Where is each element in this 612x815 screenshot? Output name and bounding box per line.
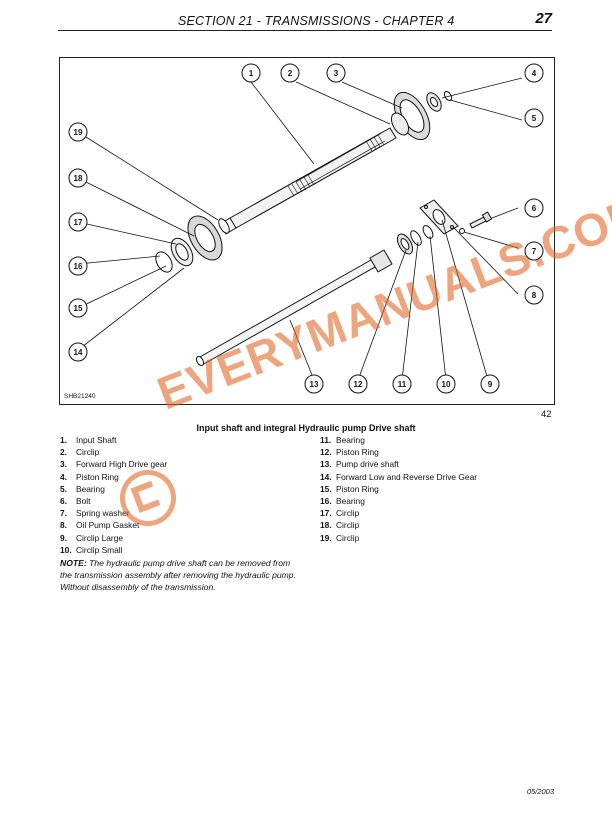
section-title: SECTION 21 - TRANSMISSIONS - CHAPTER 4	[178, 14, 455, 28]
pump-drive-shaft-drawing	[195, 249, 393, 367]
part-row: 1.Input Shaft	[60, 435, 117, 445]
page-header: SECTION 21 - TRANSMISSIONS - CHAPTER 4 2…	[58, 8, 552, 31]
part-row: 14.Forward Low and Reverse Drive Gear	[320, 471, 478, 482]
part-row: 4.Piston Ring	[60, 471, 119, 482]
callout-10: 10	[442, 380, 451, 389]
callout-3: 3	[334, 69, 339, 78]
part-row: 6.Bolt	[60, 496, 91, 507]
part-row: 3.Forward High Drive gear	[60, 459, 168, 470]
callout-labels: 1 2 3 4 5 6 7 8 9 10 11 12 13 14 15 16 1…	[74, 69, 537, 389]
high-drive-gear-drawing	[390, 90, 453, 141]
callout-15: 15	[74, 304, 83, 313]
note-paragraph: NOTE: The hydraulic pump drive shaft can…	[60, 557, 300, 594]
part-row: 19.Circlip	[320, 532, 360, 543]
callout-9: 9	[488, 380, 493, 389]
part-row: 16.Bearing	[320, 496, 365, 507]
page-number: 27	[535, 10, 552, 27]
figure-number: 42	[541, 409, 552, 420]
callout-circles	[68, 63, 544, 394]
figure-code: SHB21240	[64, 393, 96, 400]
part-row: 17.Circlip	[320, 508, 360, 519]
part-row: 15.Piston Ring	[320, 483, 379, 494]
callout-1: 1	[249, 69, 254, 78]
low-reverse-gear-drawing	[155, 215, 230, 273]
figure-caption: Input shaft and integral Hydraulic pump …	[196, 423, 416, 433]
callout-7: 7	[532, 247, 537, 256]
part-row: 12.Piston Ring	[320, 447, 379, 458]
callout-17: 17	[74, 218, 83, 227]
callout-16: 16	[74, 262, 83, 271]
callout-5: 5	[532, 114, 537, 123]
leader-lines	[77, 77, 523, 381]
callout-2: 2	[288, 69, 293, 78]
parts-list-left: 1.Input Shaft 2.Circlip 3.Forward High D…	[60, 434, 310, 556]
exploded-view-drawing: 1 2 3 4 5 6 7 8 9 10 11 12 13 14 15 16 1…	[68, 63, 544, 394]
note-text: The hydraulic pump drive shaft can be re…	[60, 558, 296, 593]
part-row: 5.Bearing	[60, 483, 105, 494]
bolt-drawing	[459, 211, 493, 234]
part-row: 9.Circlip Large	[60, 532, 124, 543]
callout-4: 4	[532, 69, 537, 78]
part-row: 11.Bearing	[320, 435, 365, 445]
note-label: NOTE:	[60, 558, 87, 568]
callout-11: 11	[398, 380, 407, 389]
callout-18: 18	[74, 174, 83, 183]
callout-12: 12	[354, 380, 363, 389]
callout-19: 19	[74, 128, 83, 137]
callout-14: 14	[74, 348, 83, 357]
callout-13: 13	[310, 380, 319, 389]
callout-6: 6	[532, 204, 537, 213]
callout-8: 8	[532, 291, 537, 300]
part-row: 7.Spring washer	[60, 508, 130, 519]
part-row: 10.Circlip Small	[60, 544, 123, 555]
input-shaft-drawing	[219, 127, 397, 235]
pump-bearing-drawing	[396, 225, 434, 255]
exploded-view-figure: 1 2 3 4 5 6 7 8 9 10 11 12 13 14 15 16 1…	[59, 57, 555, 405]
footer-date: 05/2003	[526, 787, 554, 796]
part-row: 2.Circlip	[60, 447, 100, 458]
part-row: 13.Pump drive shaft	[320, 459, 399, 470]
part-row: 18.Circlip	[320, 520, 360, 531]
parts-list-right: 11.Bearing 12.Piston Ring 13.Pump drive …	[320, 434, 560, 544]
part-row: 8.Oil Pump Gasket	[60, 520, 140, 531]
